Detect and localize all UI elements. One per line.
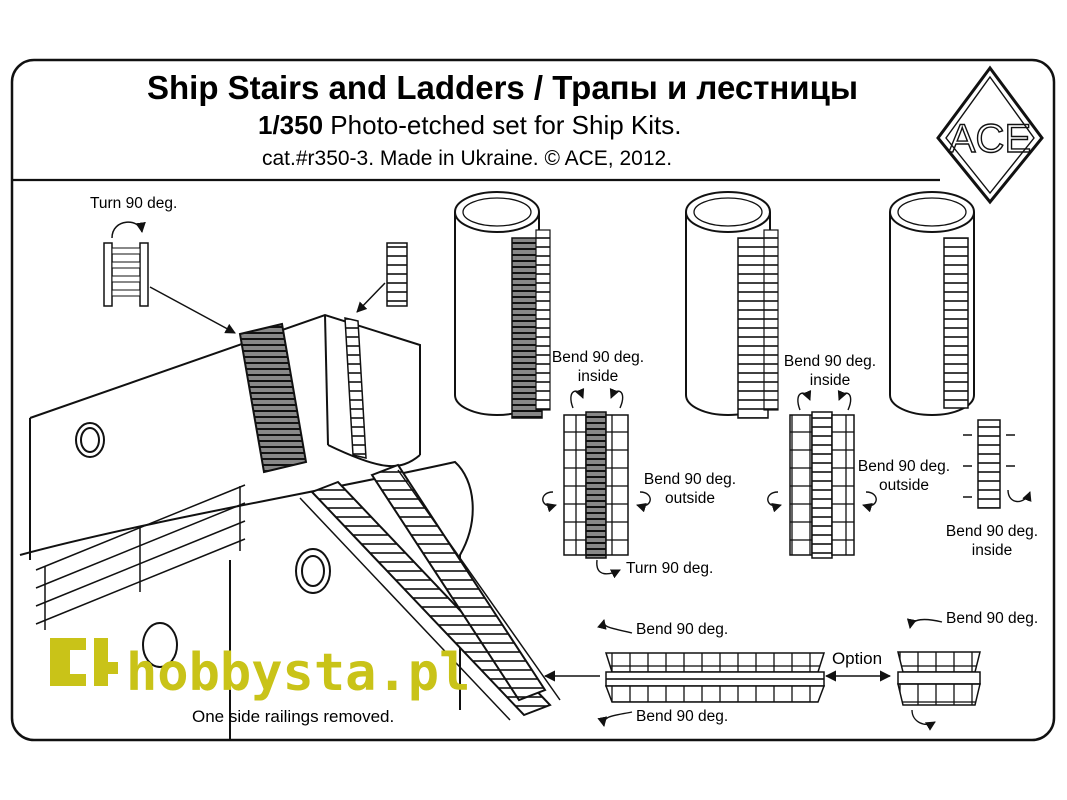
cylinder-1 (454, 191, 551, 419)
bend-label-2: Bend 90 deg. (784, 353, 876, 370)
tread-strip: Bend 90 deg. Bend 90 deg. Option (543, 619, 892, 727)
turn-label-top: Turn 90 deg. (90, 195, 177, 212)
outside-label-1b: outside (665, 490, 715, 507)
small-ladder-turn: Turn 90 deg. (90, 195, 236, 334)
scale-label: 1/350 (258, 110, 323, 140)
ace-logo: ACE (936, 65, 1044, 205)
outside-label-2b: outside (879, 477, 929, 494)
bend-label-1b: inside (578, 368, 619, 385)
bend-label-tread-top: Bend 90 deg. (636, 621, 728, 638)
long-stairs (299, 463, 561, 721)
fret-part-2: Bend 90 deg. inside Bend 90 deg. outside (767, 353, 950, 559)
bend-label-3b: inside (972, 542, 1013, 559)
bend-label-right: Bend 90 deg. (946, 610, 1038, 627)
small-ladder-vertical (356, 242, 408, 313)
sheet-subtitle: 1/350 Photo-etched set for Ship Kits. (258, 110, 682, 140)
bend-label-tread-bottom: Bend 90 deg. (636, 708, 728, 725)
sheet-title: Ship Stairs and Ladders / Трапы и лестни… (147, 69, 858, 106)
ship-hull (19, 313, 474, 740)
bend-label-1: Bend 90 deg. (552, 349, 644, 366)
hull-inclined-ladder (238, 322, 308, 474)
cylinder-2 (685, 191, 779, 419)
catalog-line: cat.#r350-3. Made in Ukraine. © ACE, 201… (262, 147, 672, 170)
hull-vertical-ladder (344, 317, 367, 459)
watermark-text: hobbysta.pl (126, 643, 470, 703)
outside-label-1: Bend 90 deg. (644, 471, 736, 488)
header: Ship Stairs and Ladders / Трапы и лестни… (147, 69, 858, 170)
turn-label-bottom: Turn 90 deg. (626, 560, 713, 577)
ace-logo-text: ACE (949, 117, 1031, 161)
option-strip: Bend 90 deg. (897, 610, 1038, 731)
bend-label-3: Bend 90 deg. (946, 523, 1038, 540)
fret-part-1: Bend 90 deg. inside Bend 90 deg. outside… (542, 349, 736, 579)
bend-label-2b: inside (810, 372, 851, 389)
subtitle-text: Photo-etched set for Ship Kits. (323, 110, 681, 140)
option-label: Option (832, 649, 882, 668)
fret-part-3: Bend 90 deg. inside (946, 419, 1038, 559)
cylinder-3 (889, 191, 975, 416)
railings-caption: One side railings removed. (192, 707, 394, 726)
hobbysta-watermark: hobbysta.pl (50, 638, 470, 703)
outside-label-2: Bend 90 deg. (858, 458, 950, 475)
